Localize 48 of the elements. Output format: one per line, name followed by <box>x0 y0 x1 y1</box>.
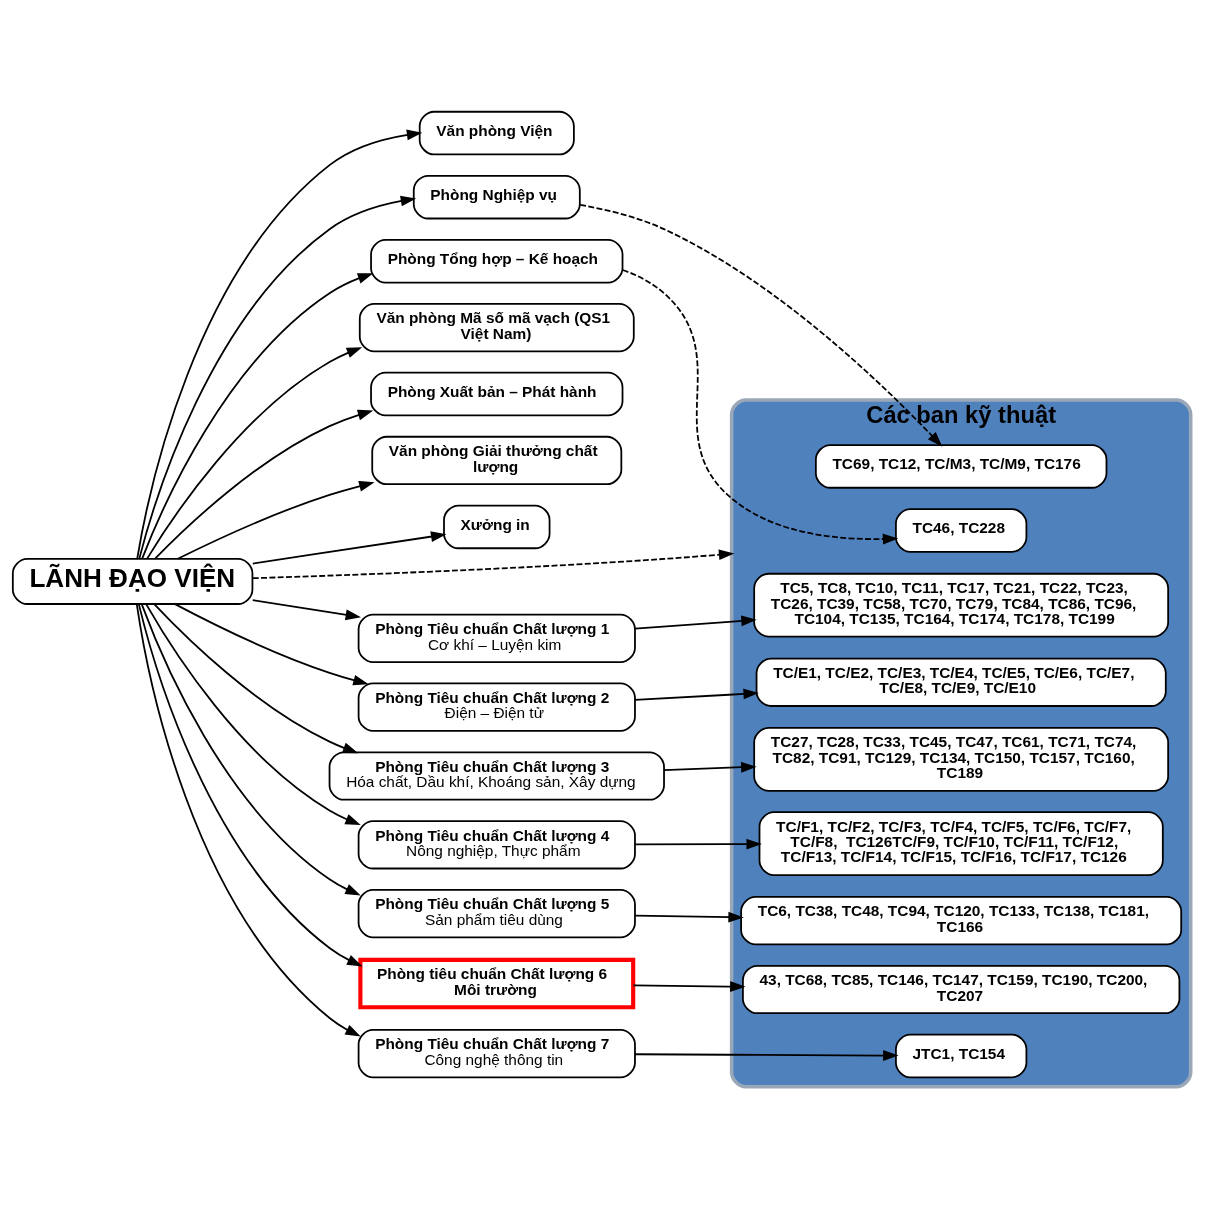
arrow <box>663 761 757 773</box>
node-box: Phòng Tiêu chuẩn Chất lượng 2 Điện – Điện tử <box>357 682 636 732</box>
arrow <box>174 602 369 685</box>
node-box: Phòng Tiêu chuẩn Chất lượng 3 Hóa chất, Dầu khí, Khoáng sản, Xây dựng <box>328 750 665 801</box>
node-box: Phòng tiêu chuẩn Chất lượng 6 Môi trường <box>358 957 636 1009</box>
node-box: JTC1, TC154 <box>895 1033 1028 1078</box>
arrow <box>138 602 363 966</box>
node-box: Văn phòng Viện <box>418 110 575 155</box>
arrow <box>634 911 744 923</box>
node-box: TC69, TC12, TC/M3, TC/M9, TC176 <box>814 443 1108 489</box>
node-box: TC5, TC8, TC10, TC11, TC17, TC21, TC22, TC23, TC26, TC39, TC58, TC70, TC79, TC84, TC86, TC96, TC104, TC135, TC164, TC174, TC178, TC199 <box>753 572 1170 637</box>
arrow <box>251 530 447 564</box>
node-box: Phòng Nghiệp vụ <box>412 174 581 219</box>
arrow <box>153 602 359 753</box>
arrow <box>176 480 375 560</box>
node-box: Văn phòng Giải thưởng chất lượng <box>371 435 623 485</box>
node-box: TC27, TC28, TC33, TC45, TC47, TC61, TC71, TC74, TC82, TC91, TC129, TC134, TC150, TC157, TC160, TC189 <box>753 726 1170 792</box>
arrow <box>146 346 363 560</box>
node-box: Phòng Tiêu chuẩn Chất lượng 7 Công nghệ thông tin <box>357 1028 636 1078</box>
arrow <box>634 838 762 850</box>
node-box: Phòng Tiêu chuẩn Chất lượng 1 Cơ khí – Luyện kim <box>357 613 636 663</box>
node-box: Phòng Xuất bản – Phát hành <box>370 371 624 416</box>
node-box: TC46, TC228 <box>895 507 1028 553</box>
arrow <box>632 980 746 992</box>
arrow <box>145 602 361 825</box>
arrow <box>140 602 361 895</box>
arrow <box>251 598 362 620</box>
node-box: TC/F1, TC/F2, TC/F3, TC/F4, TC/F5, TC/F6, TC/F7, TC/F8, TC126TC/F9, TC/F10, TC/F11, TC/F12, TC/F13, TC/F14, TC/F15, TC/F16, TC/F17, TC126 <box>758 810 1164 876</box>
node-box: TC6, TC38, TC48, TC94, TC120, TC133, TC138, TC181, TC166 <box>740 895 1183 945</box>
arrow <box>579 203 943 447</box>
arrow <box>634 1049 899 1061</box>
arrow <box>141 272 374 559</box>
node-box: Phòng Tiêu chuẩn Chất lượng 5 Sản phẩm tiêu dùng <box>357 888 636 938</box>
arrow <box>136 129 423 559</box>
arrow <box>634 615 757 629</box>
arrow <box>138 195 417 560</box>
arrow <box>621 268 899 544</box>
arrow <box>252 548 735 579</box>
node-box: 43, TC68, TC85, TC146, TC147, TC159, TC190, TC200, TC207 <box>742 964 1181 1014</box>
arrow <box>135 602 361 1037</box>
node-box: TC/E1, TC/E2, TC/E3, TC/E4, TC/E5, TC/E6, TC/E7, TC/E8, TC/E9, TC/E10 <box>755 657 1167 707</box>
arrow <box>154 409 374 560</box>
arrow <box>634 688 759 701</box>
node-box: Phòng Tổng hợp – Kế hoạch <box>370 238 624 283</box>
node-box: LÃNH ĐẠO VIỆN <box>11 557 254 605</box>
node-box: Xưởng in <box>443 504 551 549</box>
node-box: Phòng Tiêu chuẩn Chất lượng 4 Nông nghiệp, Thực phẩm <box>357 819 636 869</box>
node-box: Văn phòng Mã số mã vạch (QS1 Việt Nam) <box>358 302 635 352</box>
